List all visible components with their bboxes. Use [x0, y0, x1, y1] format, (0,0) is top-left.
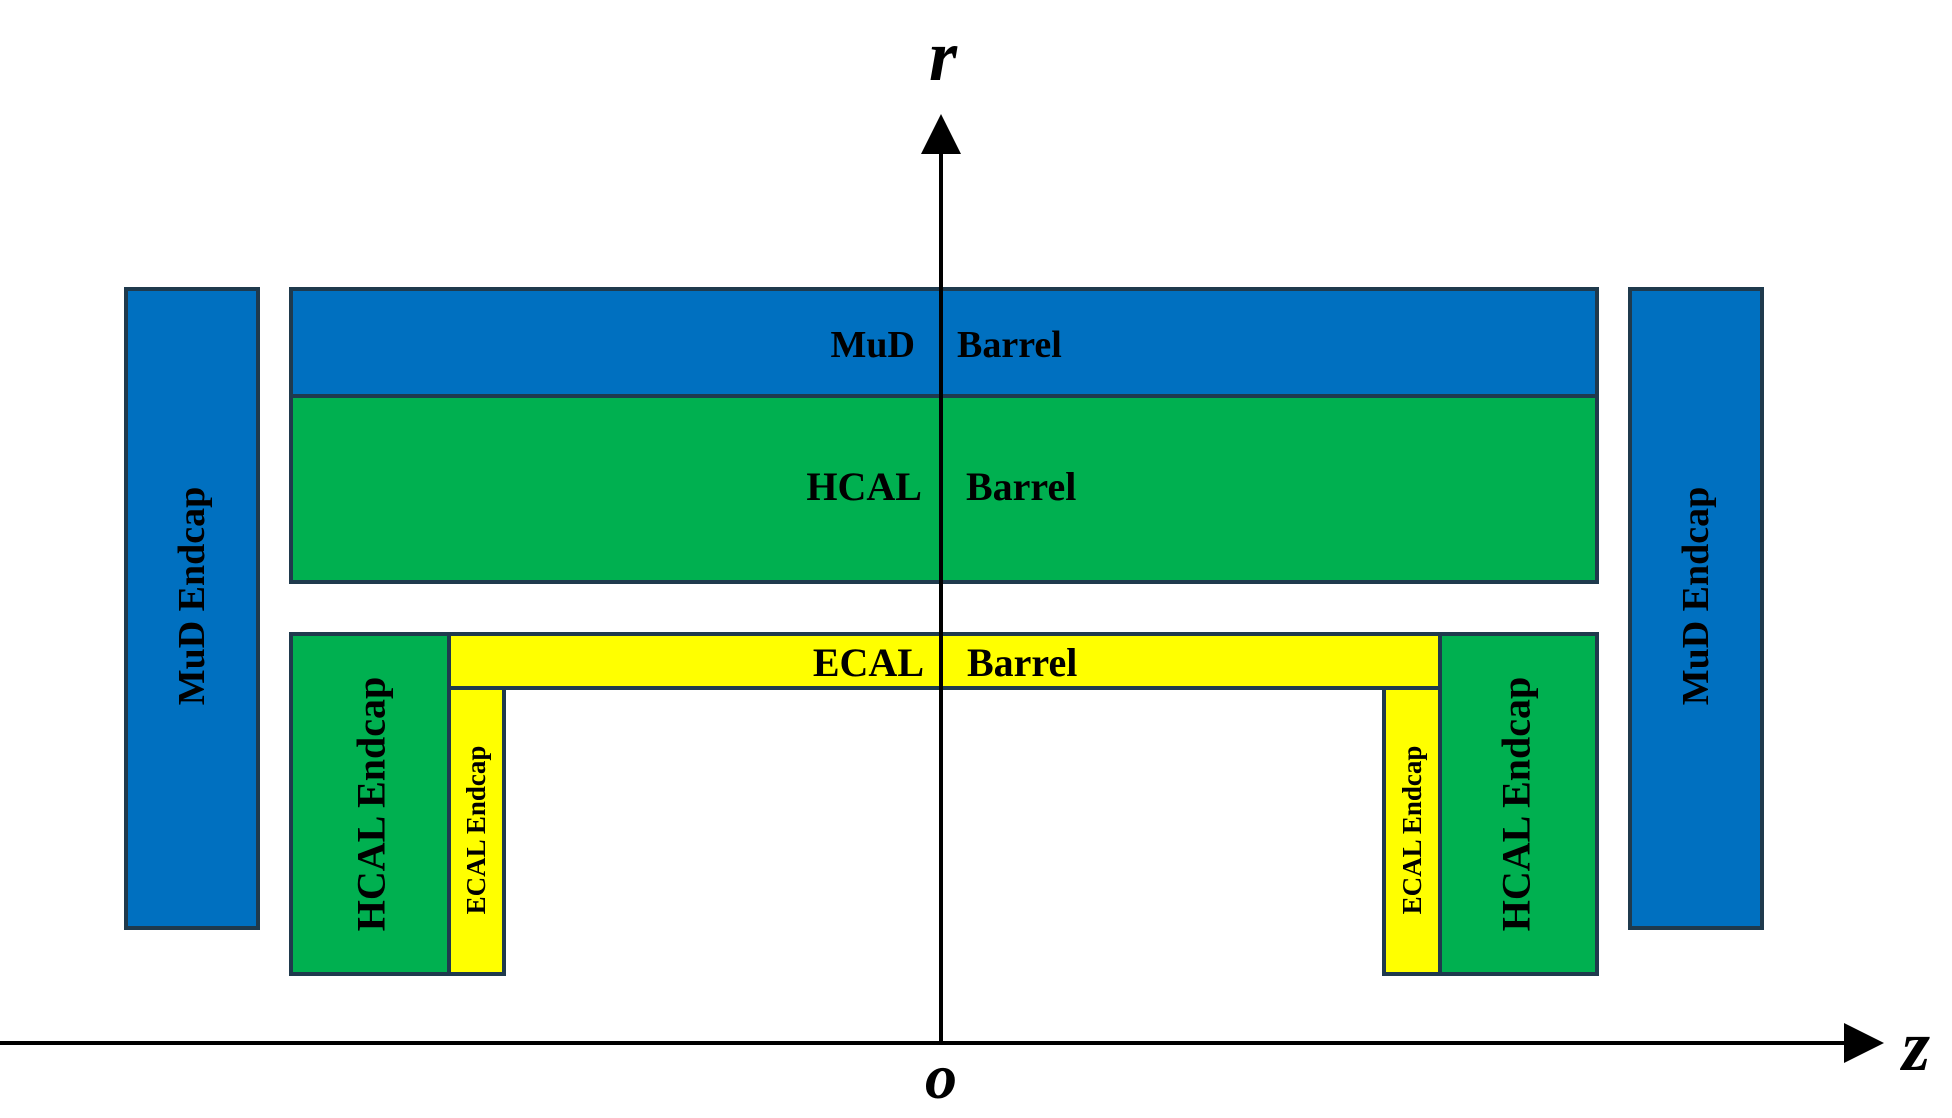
- hcal-endcap-left: [289, 632, 451, 976]
- mud-endcap-right: [1628, 287, 1764, 930]
- z-axis-label: z: [1899, 1006, 1930, 1086]
- hcal-endcap-right: [1438, 632, 1599, 976]
- r-axis-label: r: [929, 16, 958, 96]
- ecal-barrel-label-right: Barrel: [967, 640, 1077, 685]
- mud-barrel: [289, 287, 1599, 398]
- ecal-barrel-label-left: ECAL: [813, 640, 924, 685]
- ecal-endcap-left-label: ECAL Endcap: [461, 746, 491, 915]
- ecal-endcap-right-label: ECAL Endcap: [1397, 746, 1427, 915]
- hcal-endcap-left-label: HCAL Endcap: [349, 677, 394, 932]
- hcal-endcap-right-label: HCAL Endcap: [1494, 677, 1539, 932]
- mud-barrel-label-left: MuD: [831, 324, 915, 366]
- hcal-barrel-label-left: HCAL: [806, 464, 922, 509]
- hcal-barrel-label-right: Barrel: [966, 464, 1076, 509]
- ecal-barrel: [447, 632, 1442, 690]
- ecal-endcap-left: [447, 686, 506, 976]
- hcal-barrel: [289, 394, 1599, 584]
- mud-endcap-left-label: MuD Endcap: [171, 487, 213, 706]
- mud-endcap-left: [124, 287, 260, 930]
- ecal-endcap-right: [1382, 686, 1442, 976]
- mud-barrel-label-right: Barrel: [957, 324, 1062, 366]
- origin-label: o: [925, 1041, 957, 1112]
- mud-endcap-right-label: MuD Endcap: [1675, 487, 1717, 706]
